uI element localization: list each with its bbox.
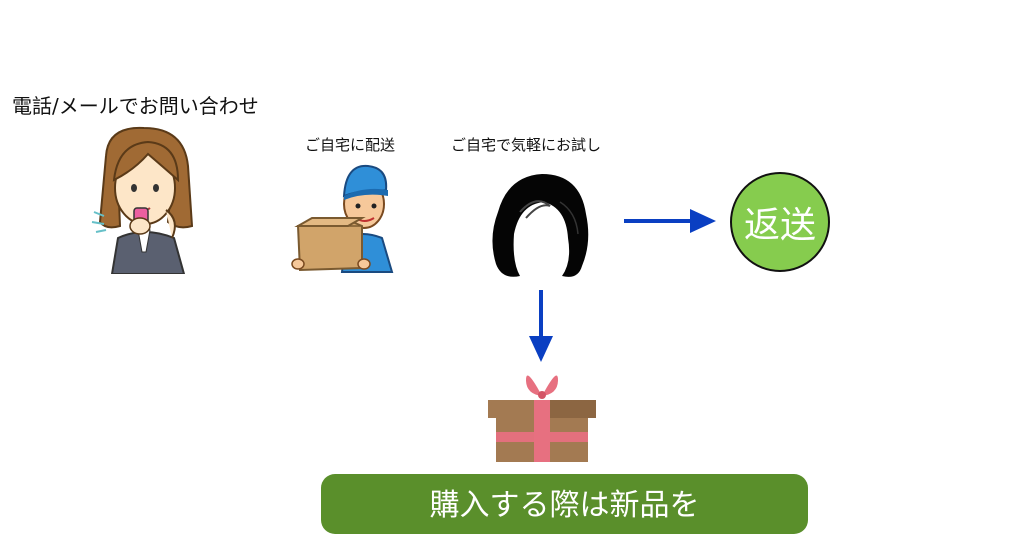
wig-icon <box>490 172 594 286</box>
delivery-man-icon <box>290 160 396 276</box>
delivery-label: ご自宅に配送 <box>305 136 396 154</box>
tryon-label: ご自宅で気軽にお試し <box>451 136 602 154</box>
return-circle: 返送 <box>730 172 830 272</box>
contact-label: 電話/メールでお問い合わせ <box>12 94 259 118</box>
arrow-right-icon <box>622 204 718 238</box>
arrow-down-icon <box>526 288 556 364</box>
gift-box-icon <box>486 360 598 464</box>
purchase-cta-button[interactable]: 購入する際は新品を <box>321 474 808 534</box>
return-label: 返送 <box>743 205 816 246</box>
purchase-cta-label: 購入する際は新品を <box>429 488 700 523</box>
woman-phone-icon <box>88 126 200 274</box>
